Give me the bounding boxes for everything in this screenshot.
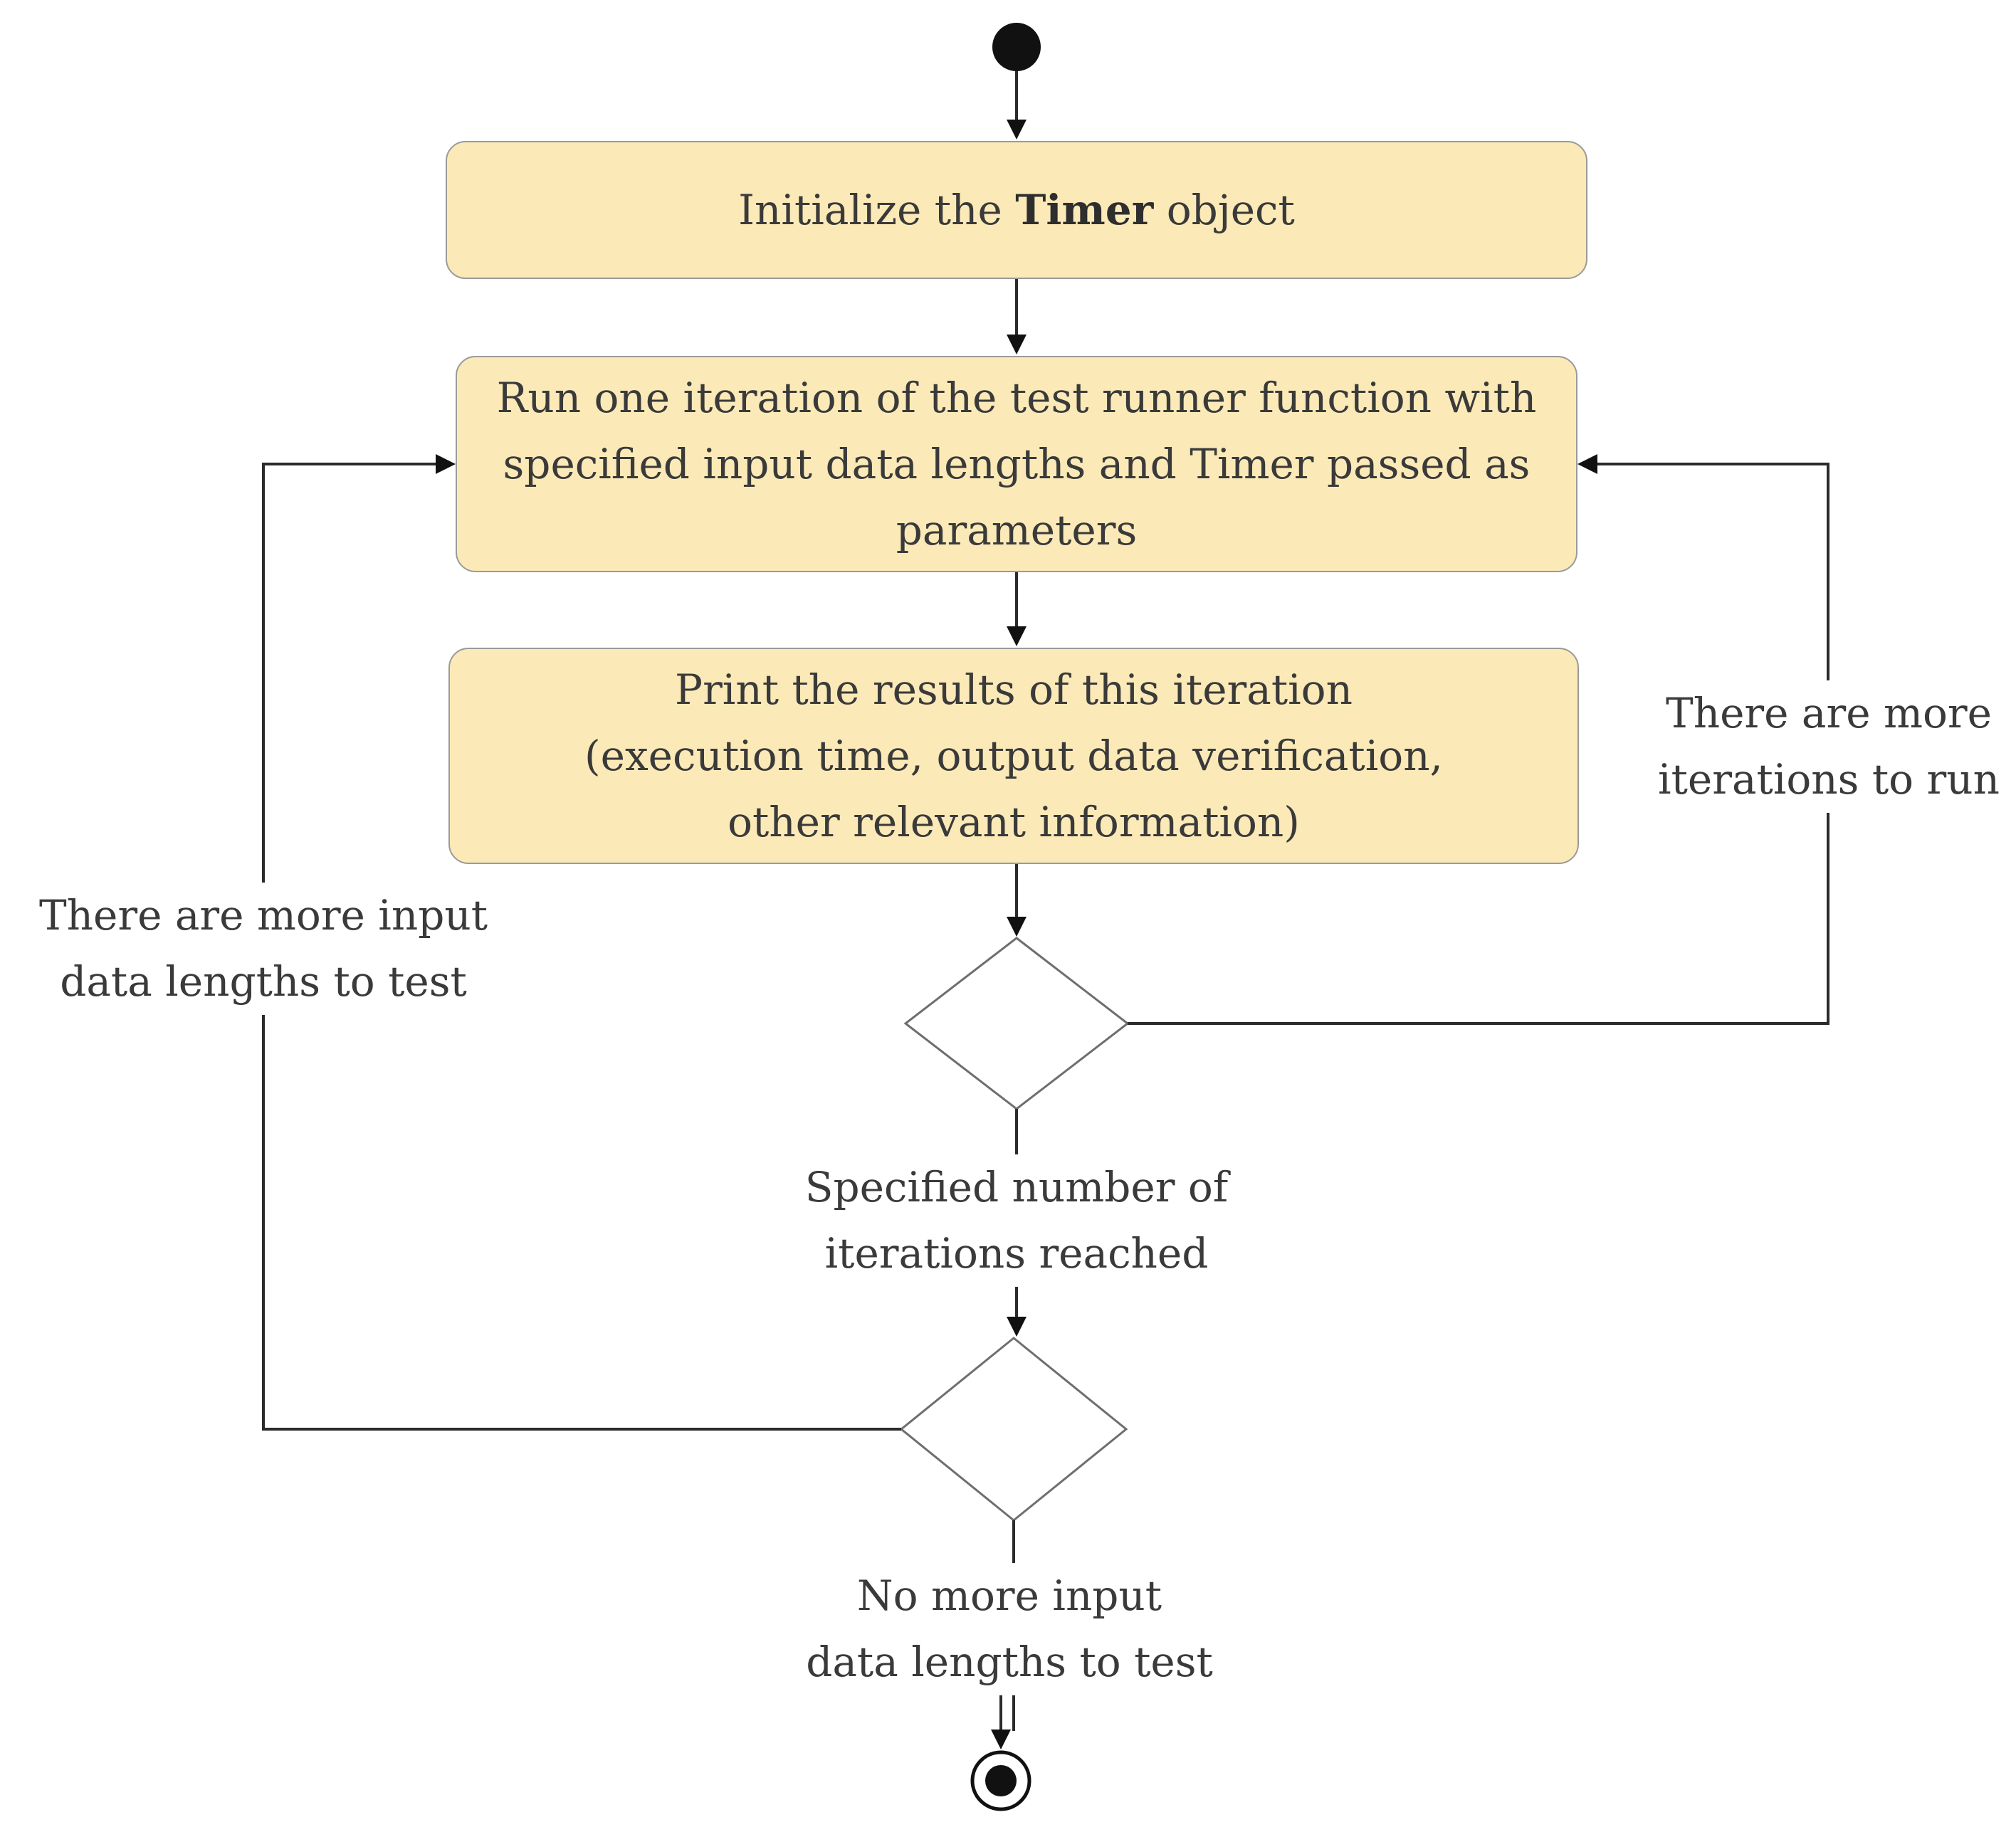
final-node-dot (985, 1765, 1017, 1796)
guard-more-lengths-line-1: There are more input (38, 891, 488, 939)
print-text-line-2: (execution time, output data verificatio… (584, 731, 1443, 780)
run-text-line-3: parameters (896, 505, 1138, 554)
arrowhead (1577, 454, 1597, 474)
decision-iterations (903, 937, 1130, 1110)
guard-more-iterations: There are more iterations to run (1654, 680, 2003, 813)
initial-node (992, 23, 1041, 71)
action-initialize-timer-text: Initialize the Timer object (738, 185, 1295, 234)
arrowhead (1007, 1317, 1027, 1337)
guard-iterations-reached-line-1: Specified number of (804, 1163, 1229, 1211)
guard-no-more-lengths-line-1: No more input (856, 1572, 1162, 1620)
print-text-line-3: other relevant information) (728, 797, 1300, 846)
run-text-line-1: Run one iteration of the test runner fun… (496, 373, 1537, 422)
arrowhead (1007, 917, 1027, 937)
guard-more-iterations-line-1: There are more (1666, 689, 1992, 737)
guard-no-more-lengths-line-2: data lengths to test (806, 1638, 1213, 1686)
action-initialize-timer: Initialize the Timer object (446, 141, 1587, 279)
arrowhead (1007, 335, 1027, 354)
arrowhead (436, 454, 456, 474)
guard-more-iterations-line-2: iterations to run (1658, 755, 2000, 804)
arrowhead (1007, 120, 1027, 139)
guard-iterations-reached: Specified number of iterations reached (789, 1154, 1244, 1287)
action-print-results: Print the results of this iteration (exe… (448, 648, 1579, 864)
run-text-line-2: specified input data lengths and Timer p… (503, 439, 1531, 488)
guard-more-lengths: There are more input data lengths to tes… (31, 883, 495, 1015)
guard-no-more-lengths: No more input data lengths to test (789, 1563, 1230, 1695)
guard-more-lengths-line-2: data lengths to test (60, 957, 467, 1006)
arrowhead (1007, 626, 1027, 646)
guard-iterations-reached-line-2: iterations reached (824, 1229, 1209, 1278)
print-text-line-1: Print the results of this iteration (675, 665, 1353, 714)
decision-input-lengths (899, 1337, 1128, 1522)
arrowhead (991, 1730, 1011, 1749)
action-run-iteration: Run one iteration of the test runner fun… (456, 356, 1577, 572)
